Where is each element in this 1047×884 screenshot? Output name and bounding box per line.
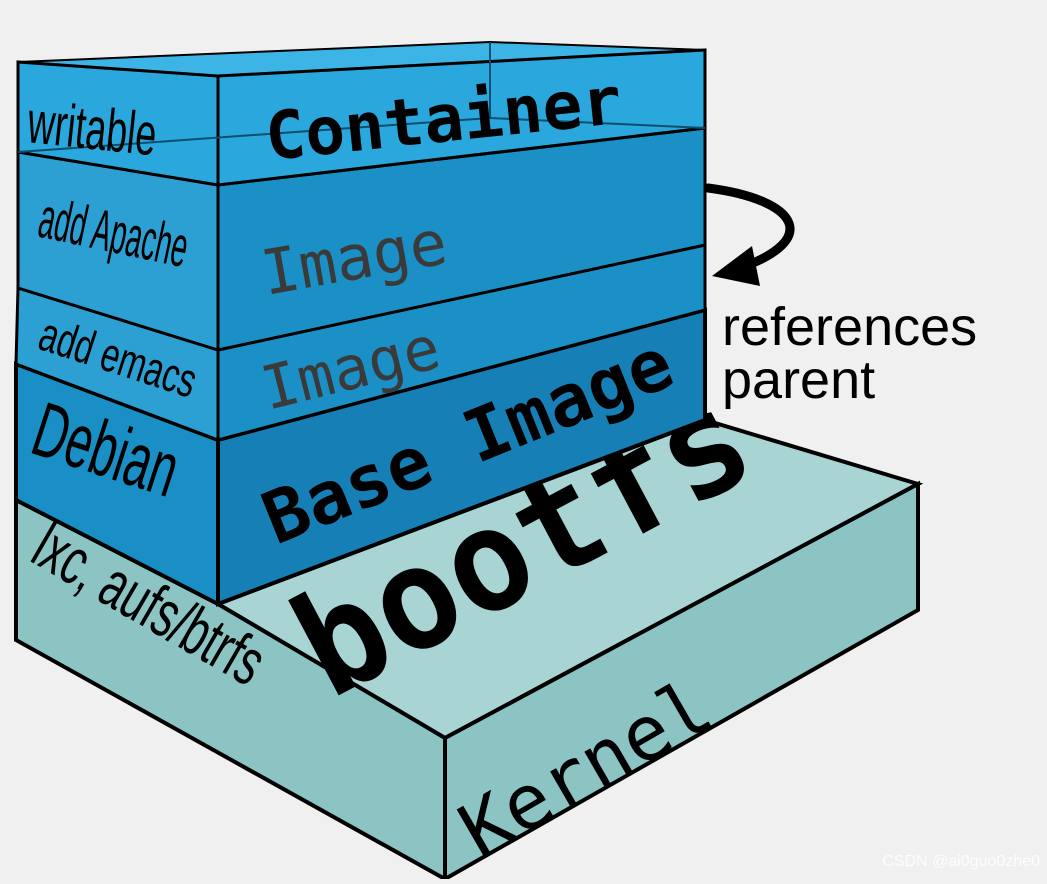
curved-arrow-icon bbox=[703, 183, 795, 286]
watermark: CSDN @ai0guo0zhe0 bbox=[882, 853, 1040, 870]
container-side-label: writable bbox=[24, 88, 160, 168]
container-layer: writable Container bbox=[16, 40, 707, 187]
annotation-line1: references bbox=[722, 297, 977, 357]
kernel-right-face bbox=[443, 480, 920, 883]
container-inner-edge-right bbox=[489, 117, 706, 129]
annotation-line2: parent bbox=[722, 350, 875, 410]
image-apache-layer: add Apache Image bbox=[16, 126, 707, 353]
container-inner-edge-left bbox=[17, 117, 491, 153]
